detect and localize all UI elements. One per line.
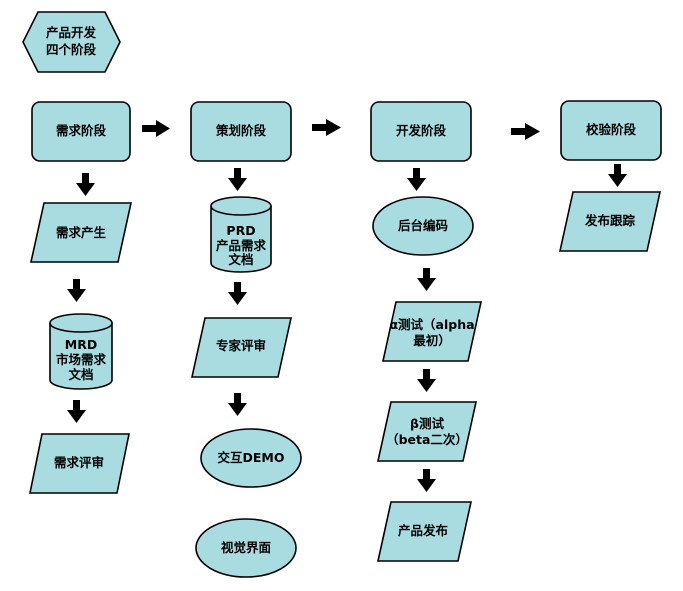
node-requirement-review: 需求评审	[29, 433, 130, 494]
requirement-generate-label: 需求产生	[56, 225, 107, 240]
release-tracking-label: 发布跟踪	[584, 213, 636, 228]
arrow-down-icon	[608, 164, 627, 187]
mrd-line-3: 文档	[68, 367, 93, 382]
visual-interface-label: 视觉界面	[221, 540, 272, 555]
arrow-right-icon	[142, 120, 170, 137]
arrow-down-icon	[67, 400, 86, 423]
prd-line-1: PRD	[226, 223, 255, 238]
node-backend-coding: 后台编码	[372, 196, 474, 256]
arrow-down-icon	[417, 369, 436, 392]
title-line-2: 四个阶段	[46, 42, 97, 57]
stage-planning-label: 策划阶段	[216, 123, 267, 138]
node-requirement-generate: 需求产生	[30, 202, 132, 263]
stage-requirements-label: 需求阶段	[56, 123, 107, 138]
stage-verification-label: 校验阶段	[586, 122, 637, 137]
node-interactive-demo: 交互DEMO	[200, 428, 302, 488]
prd-line-3: 文档	[228, 252, 253, 267]
product-release-label: 产品发布	[398, 523, 449, 538]
node-alpha-test: α测试（alpha 最初）	[382, 301, 482, 362]
arrow-down-icon	[228, 282, 247, 305]
stage-planning: 策划阶段	[190, 101, 292, 162]
stage-development: 开发阶段	[370, 101, 472, 162]
interactive-demo-label: 交互DEMO	[218, 450, 285, 465]
node-product-release: 产品发布	[377, 501, 472, 562]
alpha-test-line-1: α测试（alpha	[389, 317, 474, 332]
title-line-1: 产品开发	[46, 25, 97, 40]
node-release-tracking: 发布跟踪	[559, 191, 661, 252]
arrow-down-icon	[417, 268, 436, 291]
arrow-down-icon	[228, 168, 247, 191]
node-expert-review: 专家评审	[191, 317, 292, 378]
requirement-review-label: 需求评审	[54, 455, 104, 470]
beta-test-line-1: β测试	[410, 416, 444, 431]
beta-test-line-2: （beta二次）	[386, 432, 468, 447]
stage-verification: 校验阶段	[560, 100, 662, 161]
mrd-line-2: 市场需求	[56, 352, 107, 367]
arrow-right-icon	[312, 119, 341, 136]
arrow-down-icon	[407, 168, 426, 191]
prd-line-2: 产品需求	[216, 238, 267, 253]
node-beta-test: β测试 （beta二次）	[377, 401, 477, 462]
node-mrd-document: MRD 市场需求 文档	[49, 313, 113, 390]
stage-development-label: 开发阶段	[396, 123, 447, 138]
arrow-down-icon	[67, 279, 86, 302]
expert-review-label: 专家评审	[216, 338, 266, 353]
arrow-down-icon	[76, 173, 95, 196]
arrow-down-icon	[417, 469, 436, 492]
title-hexagon: 产品开发 四个阶段	[22, 11, 121, 73]
node-visual-interface: 视觉界面	[195, 518, 297, 578]
arrow-right-icon	[511, 123, 540, 140]
mrd-line-1: MRD	[65, 337, 97, 352]
alpha-test-line-2: 最初）	[413, 333, 451, 348]
node-prd-document: PRD 产品需求 文档	[210, 196, 272, 273]
stage-requirements: 需求阶段	[31, 101, 131, 162]
backend-coding-label: 后台编码	[398, 218, 448, 233]
arrow-down-icon	[228, 393, 247, 416]
